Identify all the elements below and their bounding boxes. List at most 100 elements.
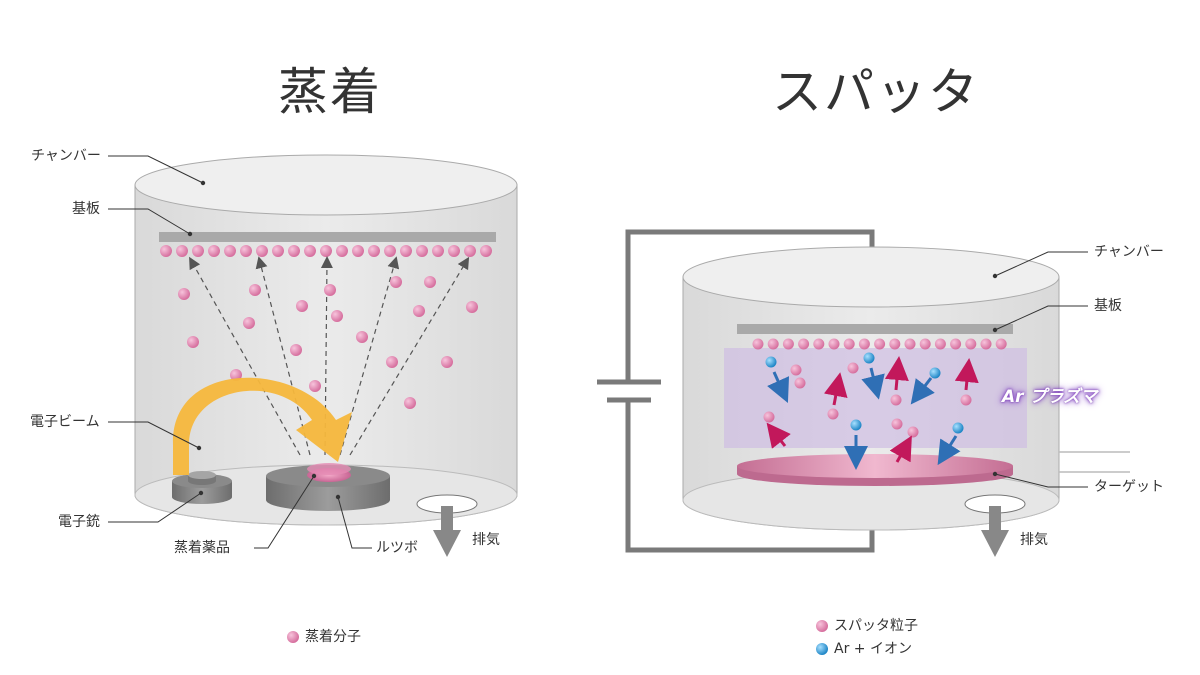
deposited-particle <box>843 338 855 350</box>
evaporated-molecule <box>309 380 321 392</box>
evaporated-molecule <box>290 344 302 356</box>
argon-ion <box>952 422 964 434</box>
deposited-molecule <box>320 245 332 257</box>
legend-argon-ion-label: Ar + イオン <box>834 641 912 657</box>
deposited-molecule <box>256 245 268 257</box>
evaporated-molecule <box>441 356 453 368</box>
deposited-molecule <box>336 245 348 257</box>
label-source-material: 蒸着薬品 <box>174 540 230 556</box>
evaporated-molecule <box>390 276 402 288</box>
label-argon-plasma: Ar プラズマ <box>1002 387 1098 407</box>
evaporated-molecule <box>230 369 242 381</box>
deposited-molecule <box>288 245 300 257</box>
label-electron-gun: 電子銃 <box>58 514 100 530</box>
label-target: ターゲット <box>1094 479 1164 495</box>
evaporated-molecule <box>466 301 478 313</box>
argon-ion <box>765 356 777 368</box>
sputtered-particle <box>960 394 972 406</box>
source-material <box>307 463 351 482</box>
sputtered-particle <box>847 362 859 374</box>
deposited-particle <box>965 338 977 350</box>
deposited-particle <box>858 338 870 350</box>
legend-molecule-marker <box>287 631 299 643</box>
deposited-molecule <box>384 245 396 257</box>
label-substrate-right: 基板 <box>1094 298 1122 314</box>
legend-sputter-particle-label: スパッタ粒子 <box>834 618 918 634</box>
evaporated-molecule <box>386 356 398 368</box>
evaporated-molecule <box>331 310 343 322</box>
label-exhaust-right: 排気 <box>1020 532 1048 548</box>
sputtering-substrate <box>737 324 1013 334</box>
deposited-particle <box>782 338 794 350</box>
evaporated-molecule <box>324 284 336 296</box>
gas-inlet <box>1059 451 1130 473</box>
deposited-particle <box>798 338 810 350</box>
label-chamber-right: チャンバー <box>1094 244 1164 260</box>
evaporation-molecules <box>178 276 478 409</box>
sputtering-leader-dots <box>992 273 998 477</box>
sputtered-particle <box>890 394 902 406</box>
deposited-molecule <box>192 245 204 257</box>
evaporated-molecule <box>356 331 368 343</box>
deposited-molecule <box>464 245 476 257</box>
deposited-particle <box>889 338 901 350</box>
deposited-particle <box>874 338 886 350</box>
legend-argon-ion-marker <box>816 643 828 655</box>
deposited-particle <box>752 338 764 350</box>
sputtering-deposited-layer <box>752 338 1007 350</box>
evaporation-leader-dots <box>187 180 341 500</box>
deposited-particle <box>934 338 946 350</box>
sputtered-particle-arrows <box>766 356 979 463</box>
evaporation-leader-lines <box>108 155 372 549</box>
deposited-particle <box>950 338 962 350</box>
sputtering-title: スパッタ <box>772 63 980 121</box>
argon-ion <box>929 367 941 379</box>
electron-beam <box>172 377 352 475</box>
deposited-particle <box>904 338 916 350</box>
deposited-particle <box>980 338 992 350</box>
sputtering-exhaust <box>964 494 1026 557</box>
label-chamber-left: チャンバー <box>31 148 101 164</box>
evaporation-title: 蒸着 <box>278 63 382 121</box>
deposited-particle <box>828 338 840 350</box>
argon-ion <box>850 419 862 431</box>
evaporation-trajectories <box>189 256 470 456</box>
label-electron-beam: 電子ビーム <box>30 414 100 430</box>
sputtered-particle <box>891 418 903 430</box>
sputtering-particles <box>763 352 972 438</box>
deposited-molecule <box>400 245 412 257</box>
deposited-molecule <box>416 245 428 257</box>
evaporation-substrate <box>159 232 496 242</box>
evaporated-molecule <box>243 317 255 329</box>
sputtered-particle <box>790 364 802 376</box>
sputtered-particle <box>827 408 839 420</box>
deposited-molecule <box>224 245 236 257</box>
deposited-molecule <box>160 245 172 257</box>
argon-ion <box>863 352 875 364</box>
evaporated-molecule <box>187 336 199 348</box>
argon-ion-arrows <box>767 367 961 470</box>
deposited-molecule <box>240 245 252 257</box>
evaporation-exhaust <box>416 494 478 557</box>
label-exhaust-left: 排気 <box>472 532 500 548</box>
label-crucible: ルツボ <box>376 540 418 556</box>
evaporated-molecule <box>404 397 416 409</box>
sputtered-particle <box>794 377 806 389</box>
deposited-particle <box>813 338 825 350</box>
sputtered-particle <box>907 426 919 438</box>
evaporated-molecule <box>413 305 425 317</box>
battery-icon <box>597 379 661 403</box>
evaporated-molecule <box>249 284 261 296</box>
deposited-molecule <box>480 245 492 257</box>
deposited-molecule <box>448 245 460 257</box>
sputtered-particle <box>763 411 775 423</box>
deposited-particle <box>919 338 931 350</box>
legend-molecule-label: 蒸着分子 <box>305 629 361 645</box>
sputtering-leader-lines <box>994 251 1088 488</box>
deposited-molecule <box>272 245 284 257</box>
deposited-molecule <box>208 245 220 257</box>
evaporated-molecule <box>178 288 190 300</box>
legend-sputter-particle-marker <box>816 620 828 632</box>
evaporated-molecule <box>424 276 436 288</box>
